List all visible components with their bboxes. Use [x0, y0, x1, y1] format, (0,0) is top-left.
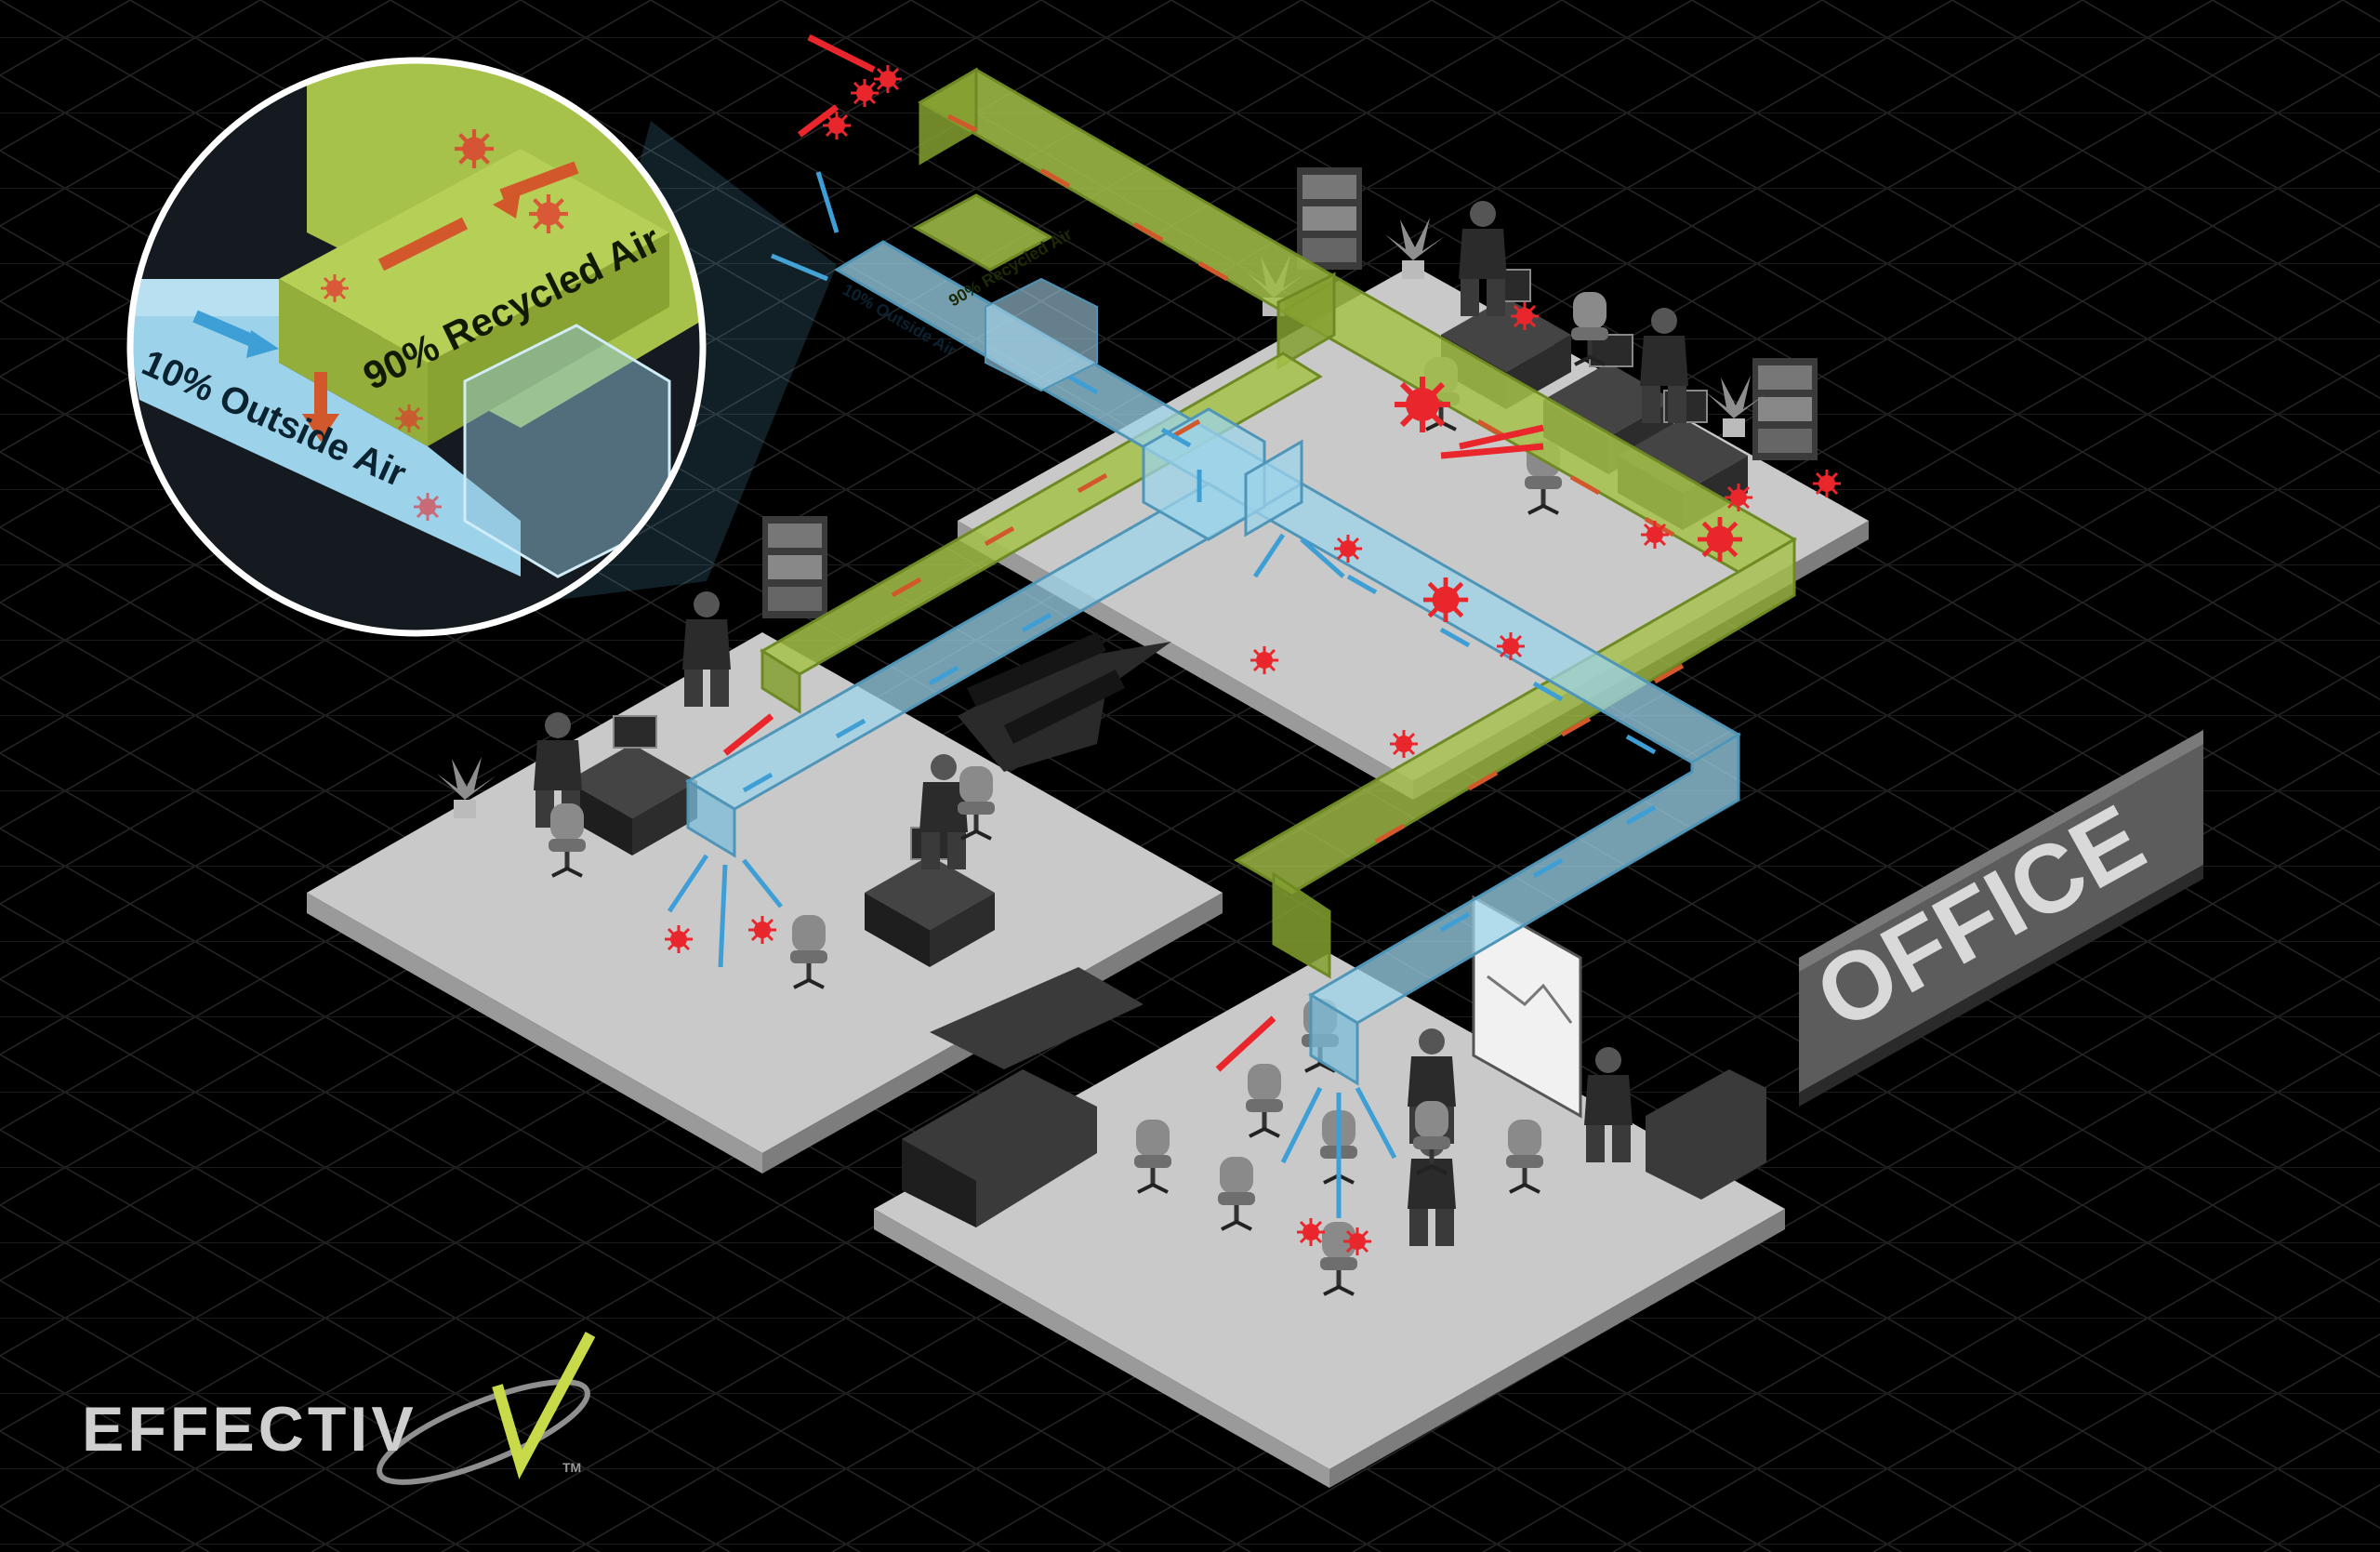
outside-arrows	[742, 374, 1657, 933]
brand-name: EFFECTIV	[82, 1394, 417, 1465]
trademark: TM	[562, 1460, 581, 1475]
stairs	[930, 632, 1171, 1069]
zoom-callout: 90% Recycled Air 10% Outside Air	[126, 57, 837, 637]
return-arrows	[722, 33, 1544, 1072]
supply-arrows	[667, 171, 1397, 1218]
recycled-arrows	[891, 113, 1685, 844]
ac-unit-icon	[985, 277, 1098, 392]
effectiv-logo: EFFECTIV TM	[82, 1332, 596, 1485]
meeting-room	[902, 895, 1766, 1294]
